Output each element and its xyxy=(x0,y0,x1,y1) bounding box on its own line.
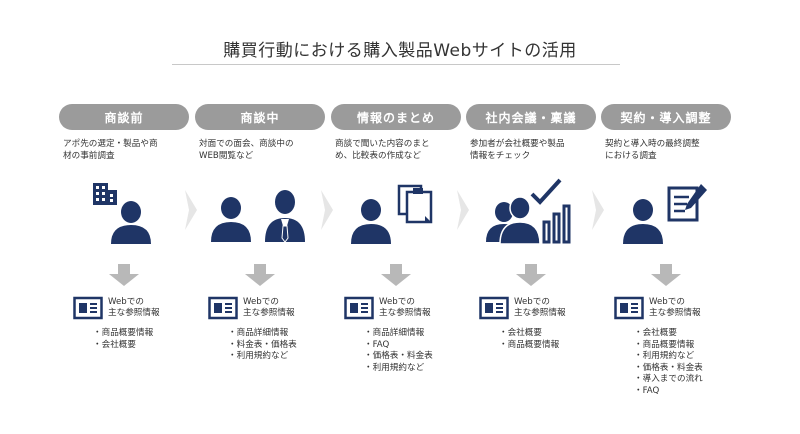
person-icon xyxy=(211,197,251,242)
reference-label: Webでの 主な参照情報 xyxy=(379,296,431,319)
newspaper-icon xyxy=(479,296,509,320)
group-icon xyxy=(486,196,541,245)
stage-description: 参加者が会社概要や製品 情報をチェック xyxy=(470,139,565,161)
list-item: 商品概要情報 xyxy=(634,340,744,352)
reference-list: 会社概要 商品概要情報 利用規約など 価格表・料金表 導入までの流れ FAQ xyxy=(614,328,744,397)
reference-info-block: Webでの 主な参照情報 会社概要 商品概要情報 利用規約など 価格表・料金表 … xyxy=(614,296,744,397)
reference-label-line2: 主な参照情報 xyxy=(379,308,431,318)
list-item: 商品概要情報 xyxy=(499,340,609,352)
stage-figure xyxy=(59,178,189,248)
list-item: 料金表・価格表 xyxy=(228,340,338,352)
list-item: 会社概要 xyxy=(93,340,203,352)
stage-figure xyxy=(331,178,461,248)
arrow-down-icon xyxy=(516,264,546,286)
list-item: 利用規約など xyxy=(228,351,338,363)
reference-info-block: Webでの 主な参照情報 商品概要情報 会社概要 xyxy=(73,296,203,351)
list-item: 商品詳細情報 xyxy=(228,328,338,340)
page-title: 購買行動における購入製品Webサイトの活用 xyxy=(223,41,577,61)
reference-label: Webでの 主な参照情報 xyxy=(649,296,701,319)
list-item: 会社概要 xyxy=(634,328,744,340)
newspaper-icon xyxy=(344,296,374,320)
stage-during-meeting: 商談中 対面での面会、商談中の WEB閲覧など xyxy=(195,104,325,166)
arrow-down-icon xyxy=(245,264,275,286)
list-item: 価格表・料金表 xyxy=(364,351,474,363)
list-item: 商品概要情報 xyxy=(93,328,203,340)
reference-list: 商品詳細情報 料金表・価格表 利用規約など xyxy=(208,328,338,363)
stage-description: 商談で聞いた内容のまと め、比較表の作成など xyxy=(335,139,430,161)
chevron-right-icon xyxy=(592,190,604,230)
reference-label-line2: 主な参照情報 xyxy=(108,308,160,318)
businessman-icon xyxy=(265,190,305,243)
stage-internal-approval: 社内会議・稟議 参加者が会社概要や製品 情報をチェック xyxy=(466,104,596,166)
person-icon xyxy=(111,201,151,244)
reference-label-line2: 主な参照情報 xyxy=(514,308,566,318)
reference-label: Webでの 主な参照情報 xyxy=(243,296,295,319)
reference-info-block: Webでの 主な参照情報 商品詳細情報 料金表・価格表 利用規約など xyxy=(208,296,338,363)
building-icon xyxy=(93,183,117,205)
stage-figure xyxy=(195,178,325,248)
person-icon xyxy=(351,199,391,244)
stage-pre-meeting: 商談前 アポ先の選定・製品や商 材の事前調査 xyxy=(59,104,189,166)
reference-info-block: Webでの 主な参照情報 会社概要 商品概要情報 xyxy=(479,296,609,351)
chevron-right-icon xyxy=(457,190,469,230)
stage-label: 社内会議・稟議 xyxy=(466,104,596,130)
reference-label-line1: Webでの xyxy=(243,297,279,307)
chevron-right-icon xyxy=(321,190,333,230)
list-item: 利用規約など xyxy=(634,351,744,363)
stage-description: 対面での面会、商談中の WEB閲覧など xyxy=(199,139,294,161)
stage-description: 契約と導入時の最終調整 における調査 xyxy=(605,139,700,161)
list-item: 導入までの流れ xyxy=(634,374,744,386)
list-item: FAQ xyxy=(634,386,744,398)
reference-label: Webでの 主な参照情報 xyxy=(514,296,566,319)
clipboard-icon xyxy=(397,184,433,224)
arrow-down-icon xyxy=(109,264,139,286)
arrow-down-icon xyxy=(381,264,411,286)
reference-label-line1: Webでの xyxy=(649,297,685,307)
reference-list: 商品詳細情報 FAQ 価格表・料金表 利用規約など xyxy=(344,328,474,374)
list-item: 会社概要 xyxy=(499,328,609,340)
title-divider xyxy=(172,64,620,65)
reference-list: 商品概要情報 会社概要 xyxy=(73,328,203,351)
stage-description: アポ先の選定・製品や商 材の事前調査 xyxy=(63,139,158,161)
stage-label: 契約・導入調整 xyxy=(601,104,731,130)
reference-label-line1: Webでの xyxy=(514,297,550,307)
reference-label-line2: 主な参照情報 xyxy=(649,308,701,318)
list-item: 利用規約など xyxy=(364,363,474,375)
stage-summary: 情報のまとめ 商談で聞いた内容のまと め、比較表の作成など xyxy=(331,104,461,166)
bar-chart-icon xyxy=(542,204,571,244)
newspaper-icon xyxy=(614,296,644,320)
stage-contract: 契約・導入調整 契約と導入時の最終調整 における調査 xyxy=(601,104,731,166)
list-item: FAQ xyxy=(364,340,474,352)
reference-info-block: Webでの 主な参照情報 商品詳細情報 FAQ 価格表・料金表 利用規約など xyxy=(344,296,474,374)
stage-figure xyxy=(601,178,731,248)
chevron-right-icon xyxy=(185,190,197,230)
stage-label: 商談前 xyxy=(59,104,189,130)
newspaper-icon xyxy=(208,296,238,320)
list-item: 商品詳細情報 xyxy=(364,328,474,340)
checkmark-icon xyxy=(530,178,562,205)
reference-label: Webでの 主な参照情報 xyxy=(108,296,160,319)
reference-label-line1: Webでの xyxy=(379,297,415,307)
stage-figure xyxy=(466,178,596,248)
newspaper-icon xyxy=(73,296,103,320)
person-icon xyxy=(623,199,663,244)
reference-label-line2: 主な参照情報 xyxy=(243,308,295,318)
reference-label-line1: Webでの xyxy=(108,297,144,307)
document-edit-icon xyxy=(667,184,707,222)
arrow-down-icon xyxy=(651,264,681,286)
stage-label: 情報のまとめ xyxy=(331,104,461,130)
reference-list: 会社概要 商品概要情報 xyxy=(479,328,609,351)
stage-label: 商談中 xyxy=(195,104,325,130)
list-item: 価格表・料金表 xyxy=(634,363,744,375)
